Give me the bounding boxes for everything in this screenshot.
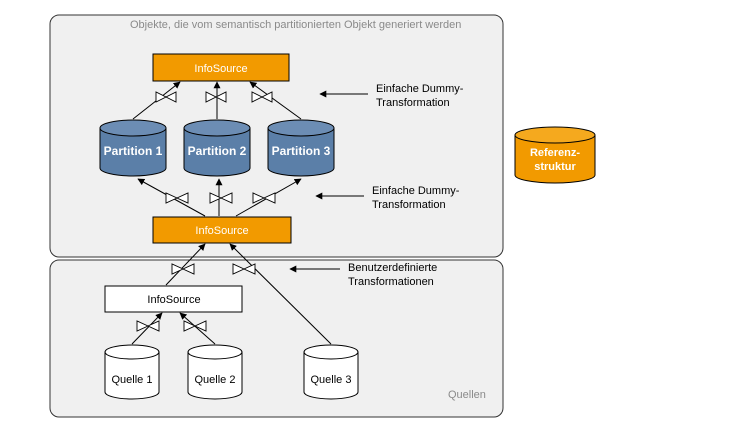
arrow-source-2-to-infosource bbox=[179, 312, 216, 345]
annotation-dummy-top-line-1: Einfache Dummy- bbox=[376, 83, 464, 95]
bowtie-icon bbox=[183, 320, 207, 332]
reference-structure-cylinder: Referenz- struktur bbox=[514, 126, 596, 184]
source-1-cylinder: Quelle 1 bbox=[104, 344, 160, 400]
arrow-source-3-to-mid bbox=[229, 243, 332, 345]
reference-structure-label-2: struktur bbox=[534, 161, 576, 173]
bowtie-icon bbox=[209, 192, 233, 204]
infosource-bottom-box bbox=[104, 285, 243, 313]
annotation-dummy-mid-line-2: Transformation bbox=[372, 199, 446, 211]
arrow-source-1-to-infosource bbox=[131, 312, 163, 345]
infosource-mid-label: InfoSource bbox=[195, 225, 248, 237]
infosource-mid-box bbox=[152, 216, 292, 244]
source-1-label: Quelle 1 bbox=[112, 374, 153, 386]
bowtie-icon bbox=[251, 91, 273, 103]
arrow-partition-3-to-infosource bbox=[249, 81, 302, 120]
source-2-label: Quelle 2 bbox=[195, 374, 236, 386]
bowtie-icon bbox=[165, 192, 189, 204]
infosource-top-box bbox=[152, 53, 290, 82]
bowtie-icon bbox=[205, 91, 227, 103]
annotation-dummy-mid-line-1: Einfache Dummy- bbox=[372, 185, 460, 197]
arrow-infosource-bottom-to-mid bbox=[165, 243, 206, 286]
generated-objects-title: Objekte, die vom semantisch partitionier… bbox=[130, 19, 462, 31]
source-3-cylinder: Quelle 3 bbox=[303, 344, 359, 400]
bowtie-icon bbox=[136, 320, 160, 332]
infosource-bottom-label: InfoSource bbox=[147, 294, 200, 306]
reference-structure-label-1: Referenz- bbox=[530, 147, 580, 159]
annotation-dummy-top-line-2: Transformation bbox=[376, 97, 450, 109]
bowtie-icon bbox=[171, 263, 195, 275]
bowtie-icon bbox=[252, 192, 276, 204]
partition-1-label: Partition 1 bbox=[104, 144, 163, 158]
infosource-top-label: InfoSource bbox=[194, 63, 247, 75]
source-2-cylinder: Quelle 2 bbox=[187, 344, 243, 400]
bowtie-icon bbox=[232, 263, 256, 275]
partition-3-label: Partition 3 bbox=[272, 144, 331, 158]
partition-3-cylinder: Partition 3 bbox=[267, 119, 335, 177]
transformation-symbols bbox=[136, 91, 276, 332]
annotation-user-defined-line-2: Transformationen bbox=[348, 276, 434, 288]
bowtie-icon bbox=[155, 91, 177, 103]
partition-2-cylinder: Partition 2 bbox=[183, 119, 251, 177]
annotation-user-defined-line-1: Benutzerdefinierte bbox=[348, 262, 438, 274]
partition-1-cylinder: Partition 1 bbox=[99, 119, 167, 177]
sources-title: Quellen bbox=[448, 389, 486, 401]
source-3-label: Quelle 3 bbox=[311, 374, 352, 386]
partition-2-label: Partition 2 bbox=[188, 144, 247, 158]
